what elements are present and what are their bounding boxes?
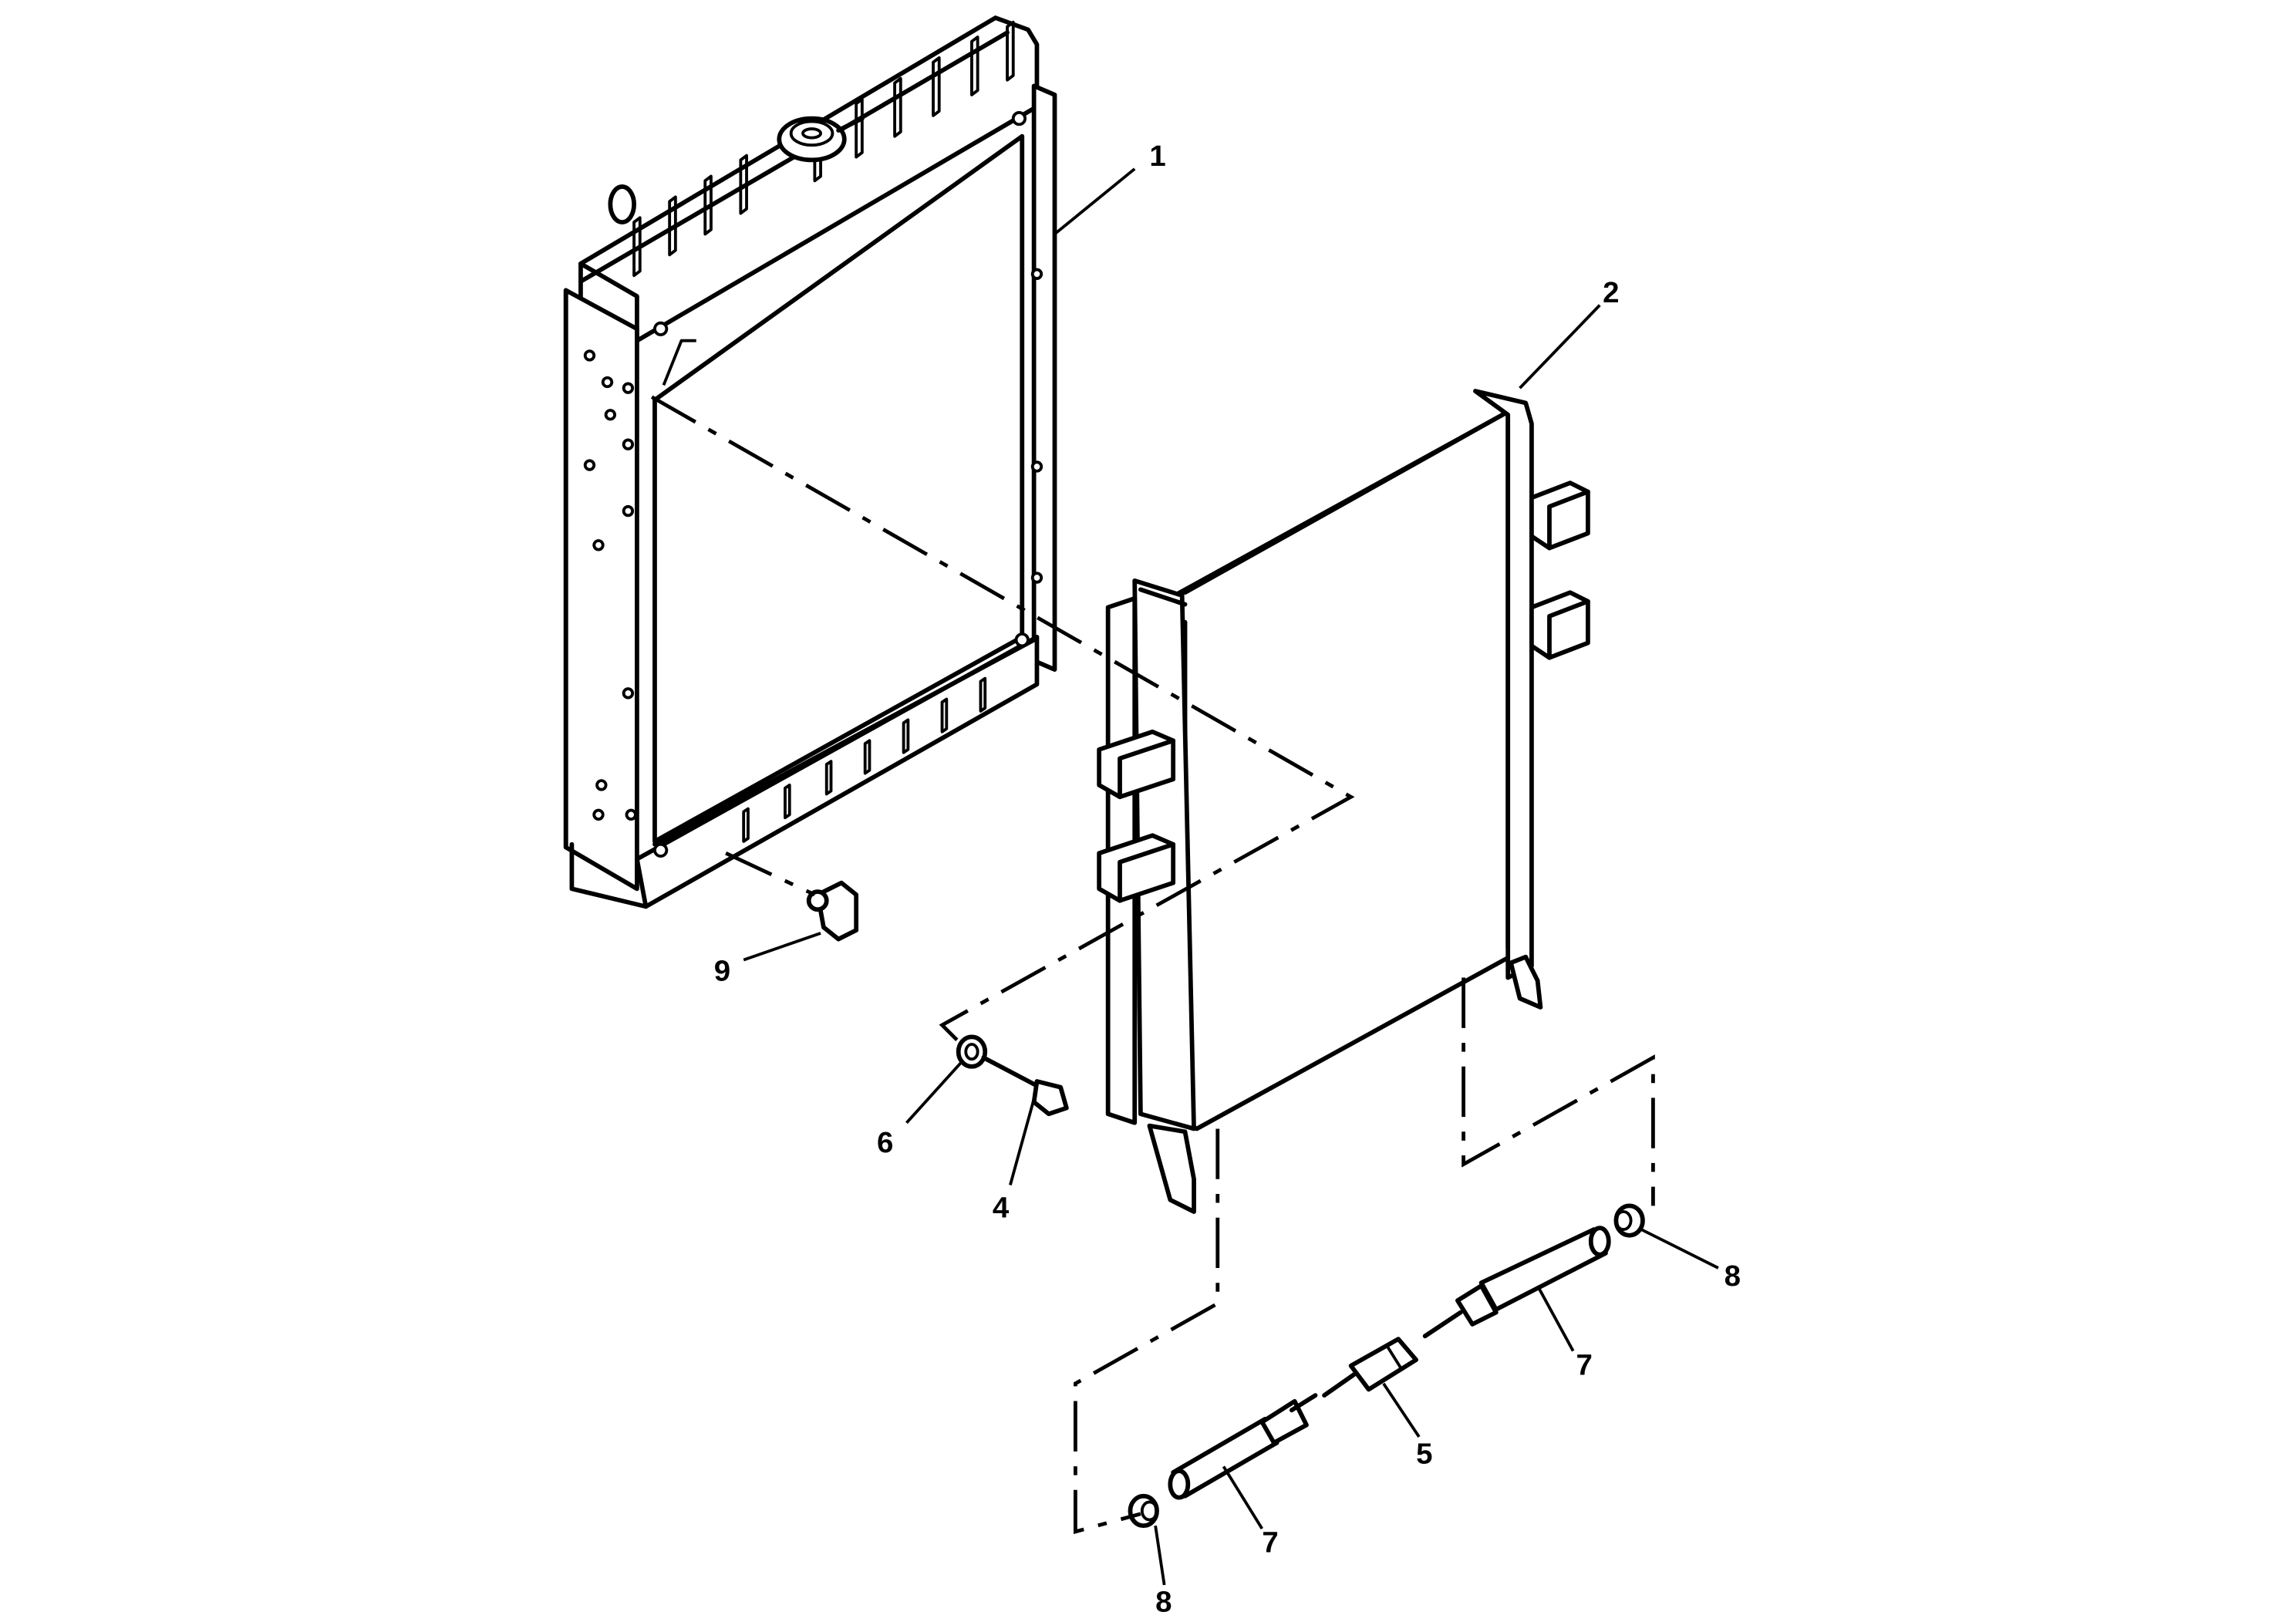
callout-7-lower: 7 xyxy=(1262,1526,1278,1560)
callout-8-lower: 8 xyxy=(1155,1586,1172,1619)
callout-labels: 1 2 4 5 6 7 7 8 8 9 xyxy=(714,140,1741,1618)
callout-9: 9 xyxy=(714,954,730,987)
radiator-frame-part-1 xyxy=(563,15,1057,909)
assembly-dash-lines xyxy=(650,395,1655,1534)
callout-6: 6 xyxy=(877,1126,893,1159)
callout-5: 5 xyxy=(1416,1438,1432,1471)
callout-4: 4 xyxy=(993,1192,1010,1225)
cap-part-8-upper xyxy=(1613,1203,1645,1238)
cap-part-8-lower xyxy=(1128,1493,1159,1529)
callout-8-upper: 8 xyxy=(1725,1259,1741,1293)
oil-cooler-part-2 xyxy=(1097,389,1590,1214)
callout-7-upper: 7 xyxy=(1576,1348,1593,1381)
bottom-tank-slots xyxy=(742,676,987,843)
top-tank-slots xyxy=(632,20,1015,278)
drain-cock-part-9 xyxy=(806,880,859,942)
washer-part-6 xyxy=(956,1034,988,1069)
callout-2: 2 xyxy=(1603,276,1619,309)
hose-part-7-upper xyxy=(1422,1226,1611,1339)
mounting-holes xyxy=(583,111,1043,858)
filler-cap xyxy=(777,116,865,163)
leader-lines xyxy=(743,167,1719,1586)
bolt-part-4 xyxy=(981,1055,1069,1117)
callout-1: 1 xyxy=(1149,140,1165,173)
adapter-part-5 xyxy=(1322,1337,1418,1398)
hose-part-7-lower xyxy=(1168,1393,1318,1500)
